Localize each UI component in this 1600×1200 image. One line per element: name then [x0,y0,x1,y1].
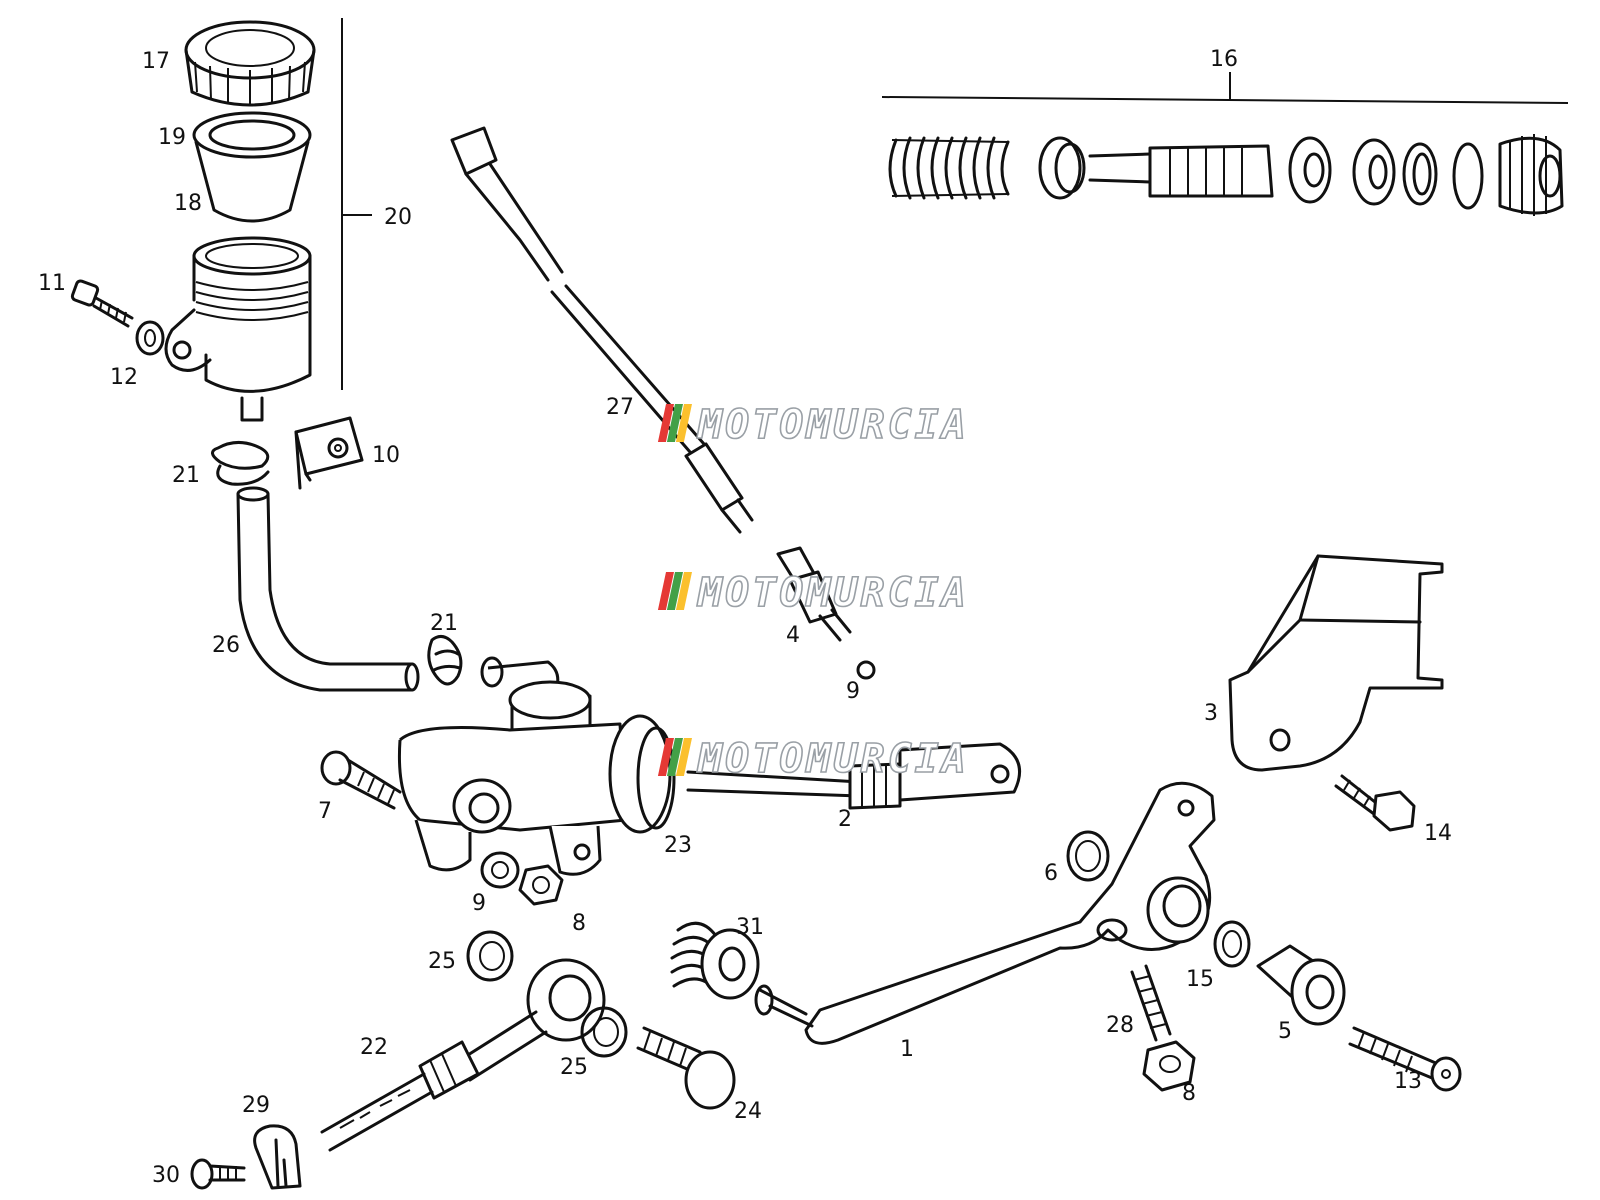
label-part-31: 31 [736,915,764,940]
brake-pedal [754,781,1216,1045]
hose-guide-screw [190,1158,246,1190]
label-part-28: 28 [1106,1013,1134,1038]
label-part-10: 10 [372,443,400,468]
label-part-23: 23 [664,833,692,858]
bracket-bolt [1334,774,1416,832]
label-part-6: 6 [1044,861,1058,886]
label-part-15: 15 [1186,967,1214,992]
cylinder-washer [480,851,520,889]
banjo-bolt [636,1026,736,1110]
label-part-4: 4 [786,623,800,648]
brake-hose [320,1040,480,1152]
watermark-stripe [657,404,674,442]
push-rod [686,742,1022,810]
label-part-21a: 21 [172,463,200,488]
cylinder-kit-seal-1 [1288,136,1332,204]
label-part-1: 1 [900,1037,914,1062]
reservoir-diaphragm [192,111,312,223]
cylinder-kit-washer [1402,142,1438,206]
watermark-stripe [666,738,683,776]
label-part-3: 3 [1204,701,1218,726]
label-part-30: 30 [152,1163,180,1188]
hose-clip-top [211,441,270,486]
cylinder-kit-piston [1088,144,1274,198]
label-part-13: 13 [1394,1069,1422,1094]
label-part-9b: 9 [472,891,486,916]
label-part-26: 26 [212,633,240,658]
hose-guide-clip [253,1124,302,1190]
watermark-middle: MOTOMURCIA [657,569,969,617]
reservoir-hose [236,486,420,692]
watermark-stripe [657,738,674,776]
cylinder-kit-spring [888,136,1010,200]
watermark-text: MOTOMURCIA [696,736,969,782]
watermark-stripe [657,572,674,610]
cylinder-kit-cup [1038,136,1086,200]
watermark-stripe [675,572,692,610]
label-part-11: 11 [38,271,66,296]
brake-light-switch [776,546,852,642]
watermark-stripe [666,572,683,610]
label-part-19: 19 [158,125,186,150]
hose-clamp-plate [294,416,364,490]
label-part-7: 7 [318,799,332,824]
label-part-25a: 25 [428,949,456,974]
watermark-stripe [675,404,692,442]
reservoir-screw [70,279,134,328]
hose-clip-lower [427,635,463,686]
cylinder-bolt [320,750,402,810]
adjuster-screw [1130,964,1172,1042]
switch-washer [856,660,876,680]
reservoir-body [164,236,312,422]
pedal-pivot-bolt [1348,1026,1462,1092]
label-part-5: 5 [1278,1019,1292,1044]
label-part-29: 29 [242,1093,270,1118]
reservoir-washer [135,320,165,356]
watermark-stripe [675,738,692,776]
label-part-18: 18 [174,191,202,216]
label-part-27: 27 [606,395,634,420]
switch-cable [450,126,754,534]
watermark-text: MOTOMURCIA [696,402,969,448]
label-part-21b: 21 [430,611,458,636]
label-part-17: 17 [142,49,170,74]
banjo-washer-lower [580,1006,628,1058]
group-20-bracket [341,18,372,390]
label-part-14: 14 [1424,821,1452,846]
master-cylinder-body [397,656,676,876]
label-part-24: 24 [734,1099,762,1124]
watermark-text: MOTOMURCIA [696,570,969,616]
pedal-washer-upper [1066,830,1110,882]
cylinder-kit-circlip [1452,142,1484,210]
label-part-8a: 8 [572,911,586,936]
cylinder-kit-boot [1498,134,1564,216]
label-part-20: 20 [384,205,412,230]
watermark-bottom: MOTOMURCIA [657,735,969,783]
pedal-washer-lower [1213,920,1251,968]
banjo-washer-upper [466,930,514,982]
cylinder-kit-seal-2 [1352,138,1396,206]
mounting-bracket [1228,554,1444,772]
label-part-2: 2 [838,807,852,832]
watermark-top: MOTOMURCIA [657,401,969,449]
label-part-22: 22 [360,1035,388,1060]
adjuster-nut [1142,1040,1196,1092]
watermark-stripe [666,404,683,442]
reservoir-cap [184,20,316,107]
pedal-bushing [1256,944,1346,1026]
group-16-bracket [881,72,1569,104]
label-part-25b: 25 [560,1055,588,1080]
label-part-16: 16 [1210,47,1238,72]
label-part-9a: 9 [846,679,860,704]
pedal-spring [670,921,760,1000]
part-labels: 1 2 3 4 5 6 7 8 8 9 9 10 11 12 13 14 15 … [38,47,1452,1188]
label-part-12: 12 [110,365,138,390]
cylinder-nut [518,864,564,906]
label-part-8b: 8 [1182,1081,1196,1106]
